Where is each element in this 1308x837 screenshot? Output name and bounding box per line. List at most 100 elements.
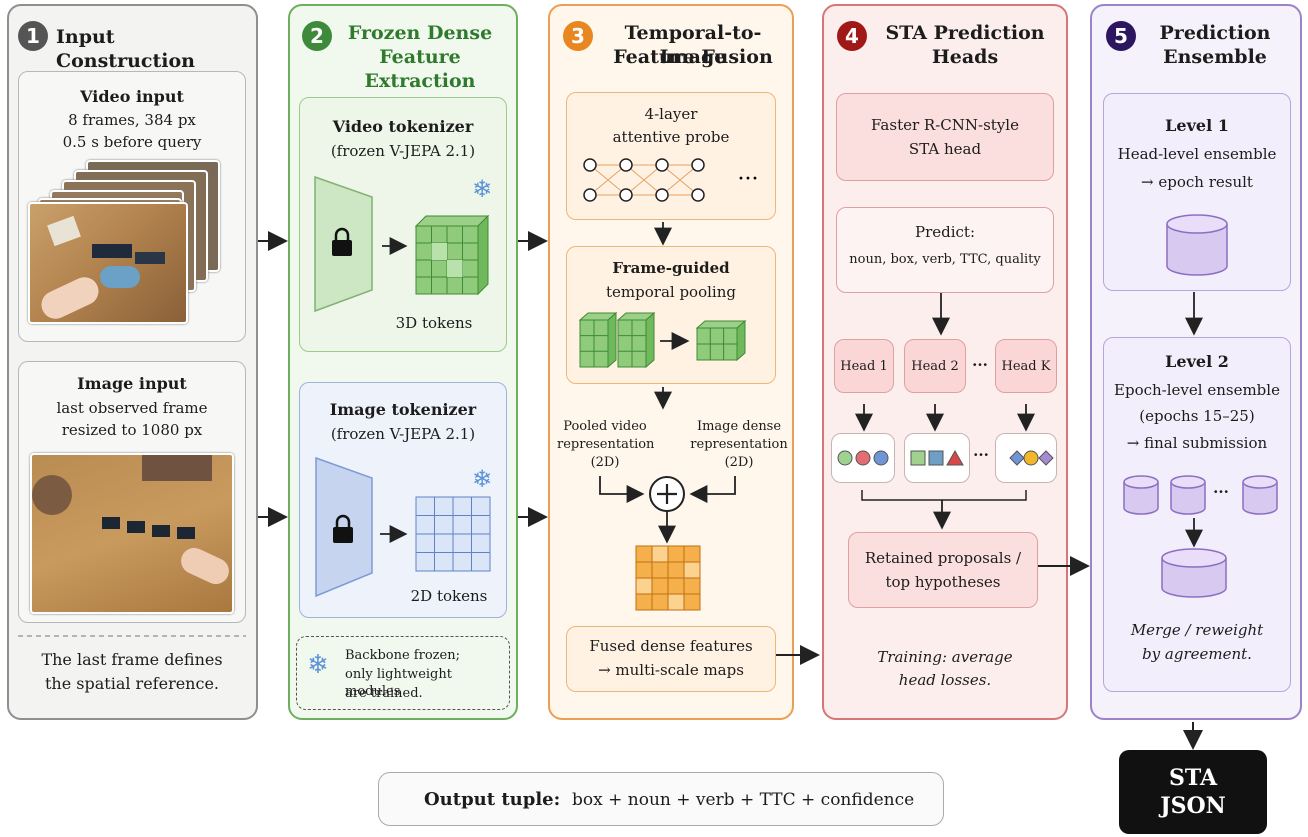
video-input-timing: 0.5 s before query: [62, 133, 202, 151]
pooled-video-line2: representation: [557, 437, 655, 452]
head-k-label: Head K: [1001, 359, 1051, 374]
panel-5-title-line1: Prediction: [1159, 22, 1271, 44]
image-lock-icon: [333, 514, 353, 543]
sum-operator: [649, 476, 685, 512]
image-input-title: Image input: [77, 374, 187, 393]
probe-line2: attentive probe: [612, 128, 730, 146]
merge-line1: Merge / reweight: [1130, 621, 1264, 639]
level-2-line1: Epoch-level ensemble: [1114, 381, 1280, 399]
pooling-line2: temporal pooling: [606, 283, 736, 301]
head-2-label: Head 2: [911, 359, 959, 374]
spatial-note-line1: The last frame defines: [41, 650, 223, 669]
proposal-shapes-1: [837, 450, 889, 466]
pooled-video-line1: Pooled video: [563, 419, 647, 434]
video-lock-icon: [332, 227, 352, 256]
head-2-box: [904, 339, 966, 393]
output-tuple-box: [378, 772, 944, 826]
retained-proposals-box: [848, 532, 1038, 608]
merged-cylinder: [1161, 548, 1227, 598]
snowflake-icon-note: ❄: [307, 650, 329, 680]
step-5-badge: 5: [1106, 21, 1136, 51]
image-dense-line1: Image dense: [696, 419, 782, 434]
sta-head-line2: STA head: [908, 140, 982, 158]
retained-line2: top hypotheses: [885, 573, 1001, 591]
spatial-note-line2: the spatial reference.: [44, 674, 219, 693]
step-1-badge: 1: [18, 21, 48, 51]
image-dense-line2: representation: [690, 437, 788, 452]
proposal-shapes-2: [910, 449, 964, 466]
image-input-desc: last observed frame: [56, 399, 208, 417]
video-input-title: Video input: [80, 87, 184, 106]
level-2-line2: (epochs 15–25): [1139, 407, 1255, 425]
sta-head-box: [836, 93, 1054, 181]
image-2d-tokens-label: 2D tokens: [410, 587, 488, 605]
backbone-frozen-note-box: [296, 636, 510, 710]
retained-line1: Retained proposals /: [864, 549, 1022, 567]
fused-line1: Fused dense features: [589, 637, 753, 655]
merge-line2: by agreement.: [1142, 645, 1252, 663]
panel-5-title-line2: Ensemble: [1163, 46, 1267, 68]
pooled-video-line3: (2D): [590, 455, 620, 470]
snowflake-icon-video: ❄: [472, 175, 492, 203]
image-2d-token-grid: [415, 496, 491, 572]
image-input-photo: [30, 453, 234, 614]
sta-json-line1: STA: [1168, 765, 1218, 791]
predict-box: [836, 207, 1054, 293]
predict-title: Predict:: [914, 223, 976, 241]
arrow-pooled-to-sum: [599, 476, 645, 503]
pooled-video-block: [695, 319, 747, 362]
proposal-bracket: [861, 490, 1027, 501]
image-tokenizer-title: Image tokenizer: [329, 400, 477, 419]
panel-3-title-line1: Temporal-to-Image: [624, 22, 762, 68]
probe-line1: 4-layer: [644, 105, 698, 123]
sta-json-output: [1119, 750, 1267, 834]
training-note-line1: Training: average: [877, 648, 1013, 666]
step-4-badge: 4: [837, 21, 867, 51]
pooling-input-blocks: [578, 311, 656, 369]
fused-feature-map: [635, 545, 701, 611]
image-tokenizer-subtitle: (frozen V-JEPA 2.1): [330, 425, 476, 443]
step-2-badge: 2: [302, 21, 332, 51]
epoch-cylinders-ellipsis: ···: [1213, 483, 1229, 501]
attentive-probe-box: [566, 92, 776, 220]
head-k-box: [995, 339, 1057, 393]
heads-ellipsis: ···: [972, 356, 988, 374]
level-2-line3: → final submission: [1126, 434, 1268, 452]
sta-head-line1: Faster R-CNN-style: [871, 116, 1019, 134]
output-tuple-label: Output tuple:: [424, 789, 561, 810]
image-input-resize: resized to 1080 px: [61, 421, 203, 439]
predict-items: noun, box, verb, TTC, quality: [849, 252, 1041, 267]
backbone-note-line3: are trained.: [345, 686, 423, 701]
panel-1-title: Input Construction: [56, 26, 195, 72]
panel-2-title-line1: Frozen Dense: [347, 22, 493, 44]
video-3d-token-cube: [414, 214, 490, 296]
proposal-shapes-k: [1009, 450, 1054, 466]
probe-ellipsis: ···: [738, 167, 759, 192]
step-3-badge: 3: [563, 21, 593, 51]
panel-2-title-line2: Feature Extraction: [364, 46, 476, 92]
backbone-note-line2: only lightweight modules: [345, 667, 452, 699]
video-tokenizer-title: Video tokenizer: [332, 117, 474, 136]
video-tokenizer-subtitle: (frozen V-JEPA 2.1): [330, 142, 476, 160]
proposals-ellipsis: ···: [973, 446, 989, 464]
arrow-dense-to-sum: [689, 476, 736, 503]
image-dense-line3: (2D): [724, 455, 754, 470]
epoch-cylinders: [1123, 475, 1278, 515]
video-input-frames: 8 frames, 384 px: [68, 111, 196, 129]
backbone-note-line1: Backbone frozen;: [345, 648, 460, 663]
head-1-box: [834, 339, 894, 393]
output-tuple-value: box + noun + verb + TTC + confidence: [572, 790, 915, 810]
snowflake-icon-image: ❄: [472, 465, 492, 493]
level-1-title: Level 1: [1165, 116, 1229, 135]
attentive-probe-network: [589, 164, 699, 196]
level-1-line1: Head-level ensemble: [1117, 145, 1277, 163]
video-frame-stack: [28, 160, 228, 330]
level-1-line2: → epoch result: [1141, 173, 1253, 191]
video-frame-image: [28, 202, 188, 324]
sta-json-line2: JSON: [1160, 793, 1226, 819]
panel-4-title-line2: Heads: [931, 46, 999, 68]
panel-3-title-line2: Feature Fusion: [613, 46, 773, 68]
head-1-label: Head 1: [840, 359, 888, 374]
panel-4-title-line1: STA Prediction: [885, 22, 1045, 44]
